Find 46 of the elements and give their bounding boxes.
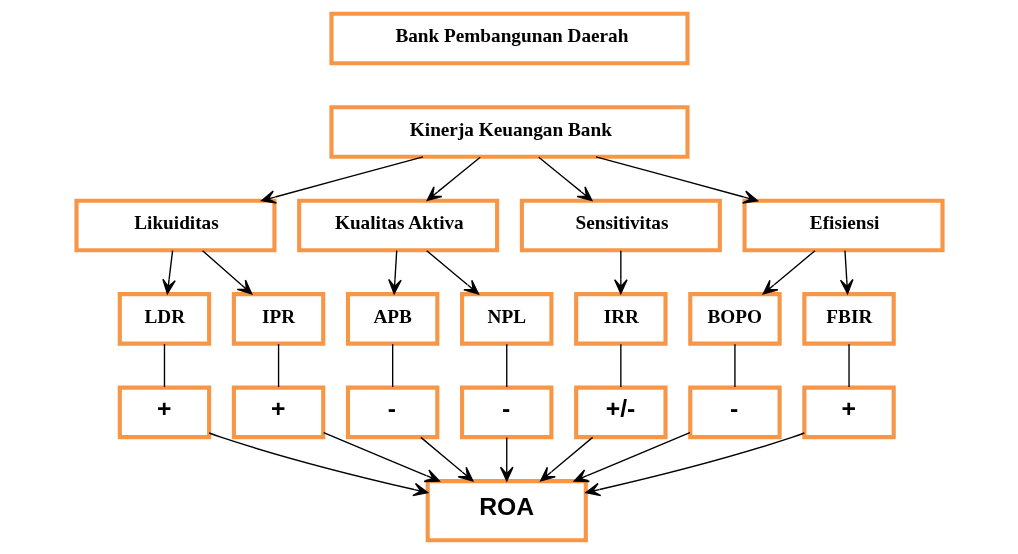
node-box: +/-	[573, 385, 668, 440]
arrow	[207, 432, 428, 497]
node-box: -	[459, 385, 553, 440]
arrow	[839, 249, 854, 295]
arrow	[426, 156, 481, 202]
arrow	[161, 249, 176, 295]
arrow	[537, 156, 592, 202]
node-box: APB	[345, 292, 439, 346]
connector	[277, 343, 279, 388]
node-box: IPR	[231, 292, 325, 346]
arrow	[584, 432, 805, 497]
node-box: NPL	[459, 292, 553, 346]
connector	[847, 343, 850, 388]
node-box: Kualitas Aktiva	[296, 198, 499, 253]
node-box: Kinerja Keuangan Bank	[328, 105, 690, 159]
node-box: +	[117, 385, 211, 440]
arrow	[387, 249, 402, 295]
node-box: ROA	[425, 479, 588, 543]
arrow	[322, 431, 440, 483]
connector	[505, 343, 507, 388]
node-box: +	[231, 385, 325, 440]
arrow	[201, 249, 252, 295]
node-box: Bank Pembangunan Daerah	[328, 11, 690, 66]
arrow	[499, 436, 514, 482]
arrow	[260, 156, 424, 204]
arrow	[594, 156, 758, 204]
node-box: LDR	[117, 292, 211, 346]
arrow	[613, 249, 628, 295]
arrow	[419, 436, 473, 482]
arrow	[573, 431, 691, 483]
node-box: BOPO	[687, 292, 782, 346]
connector	[391, 343, 393, 388]
node-box: FBIR	[801, 292, 896, 346]
arrow	[425, 249, 479, 295]
node-box: Efisiensi	[742, 198, 945, 253]
arrow	[539, 436, 593, 482]
node-box: Sensitivitas	[519, 198, 722, 253]
node-box: +	[801, 385, 896, 440]
connector	[163, 343, 165, 388]
connector	[619, 343, 622, 388]
connector	[733, 343, 736, 388]
node-box: -	[687, 385, 782, 440]
arrow	[762, 249, 816, 295]
node-box: Likuiditas	[73, 198, 276, 253]
node-box: -	[345, 385, 439, 440]
node-box: IRR	[573, 292, 668, 346]
